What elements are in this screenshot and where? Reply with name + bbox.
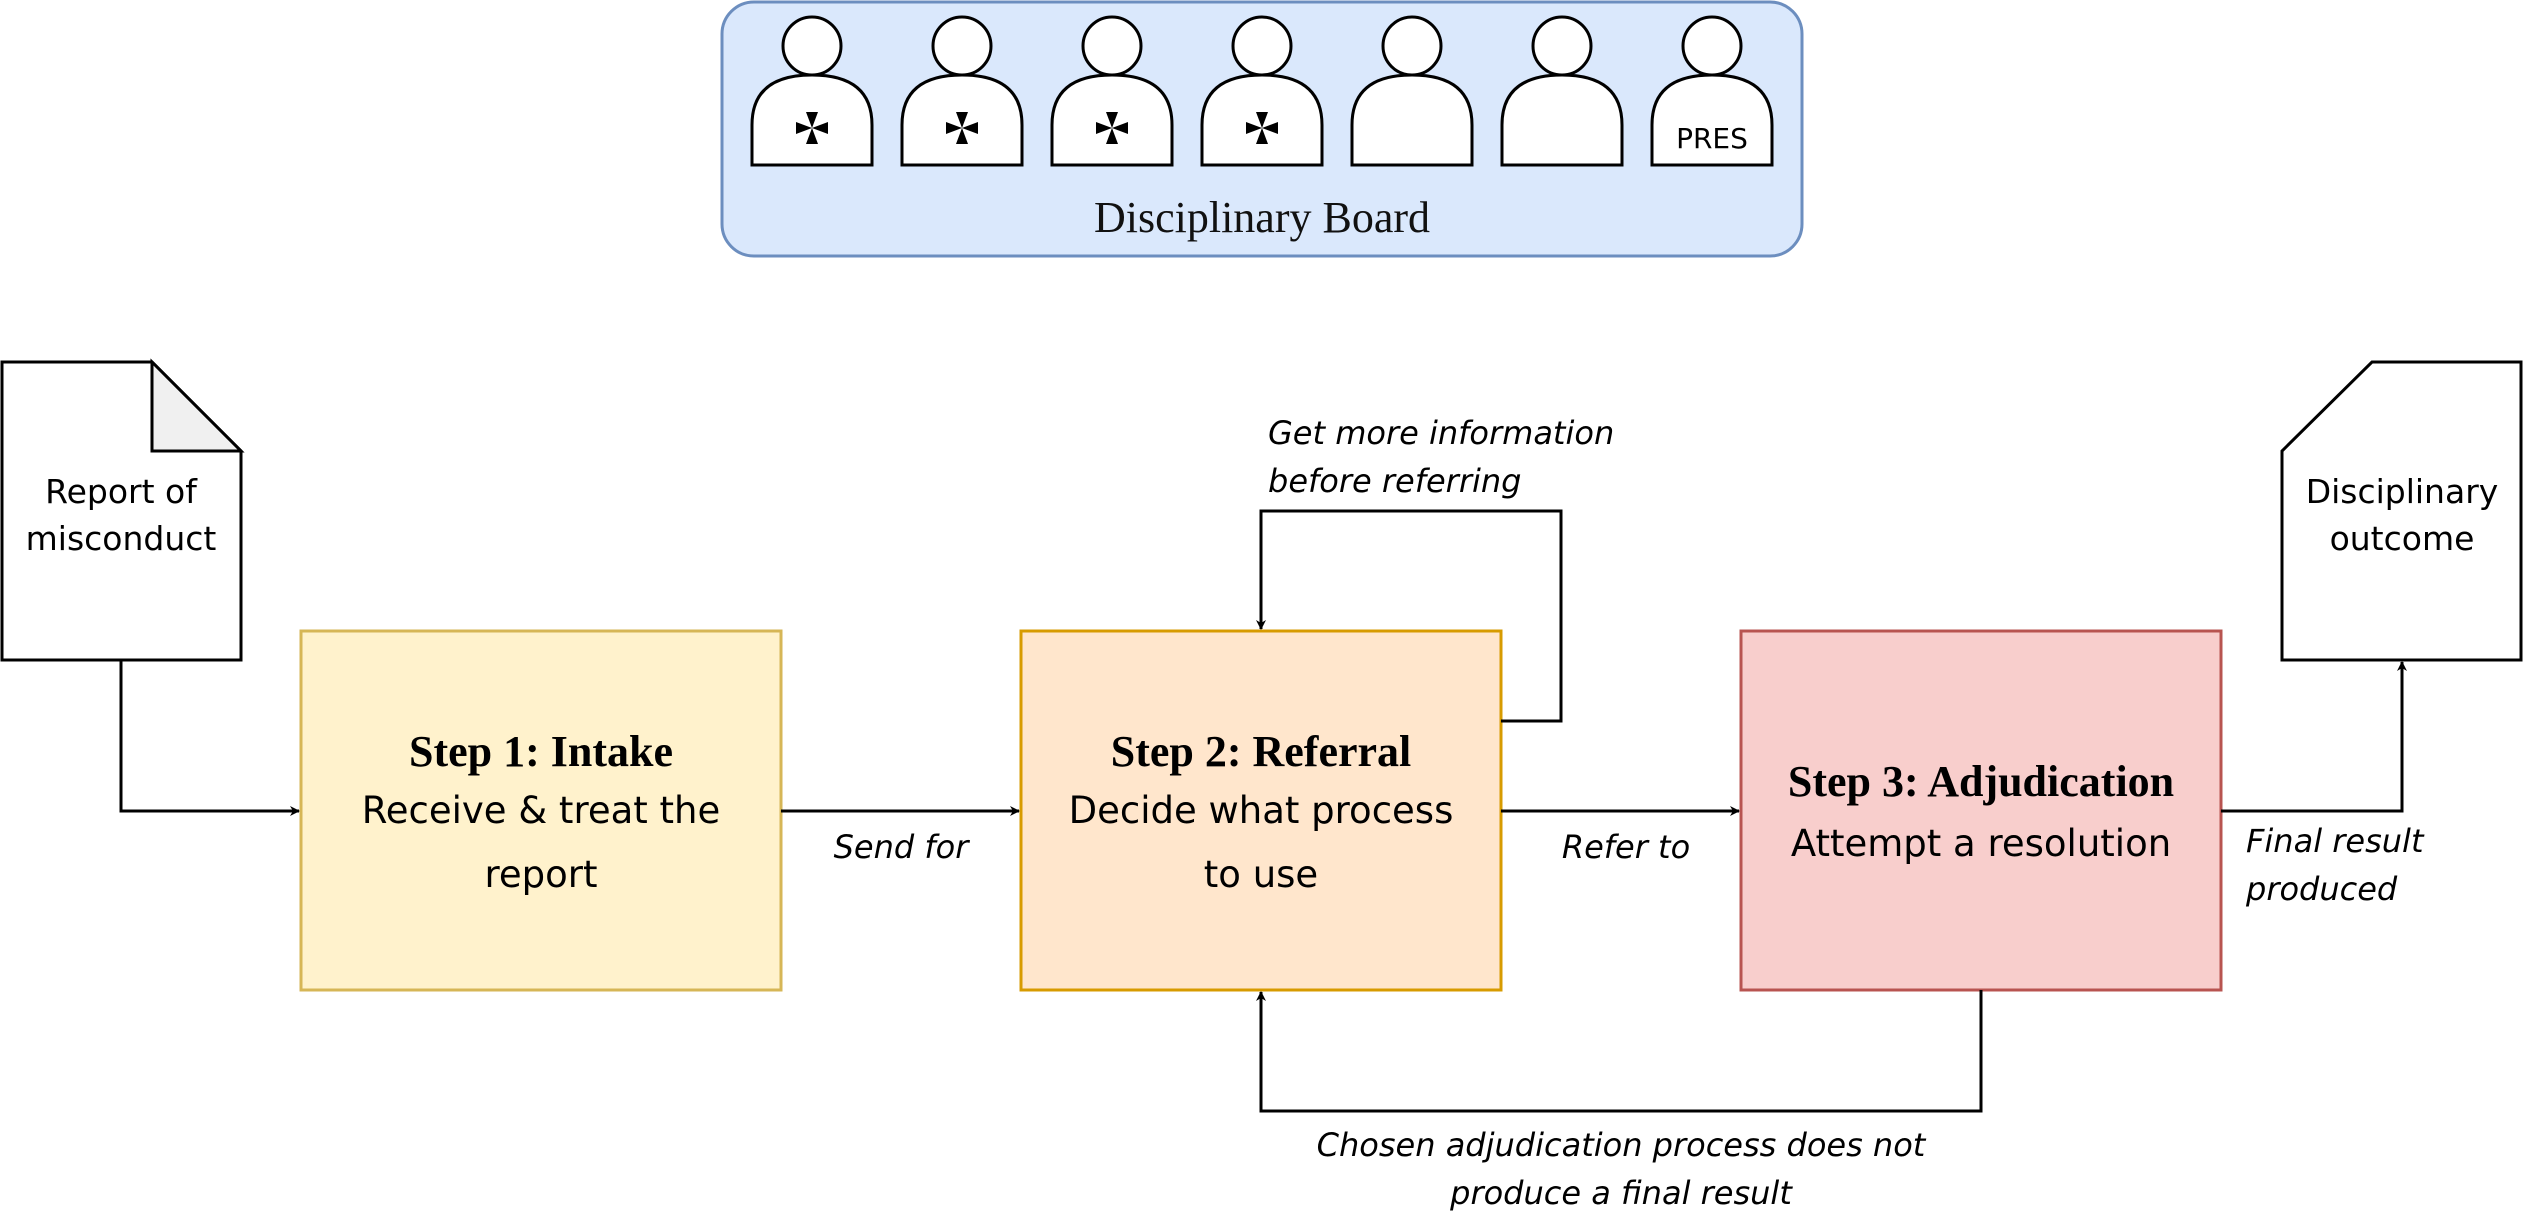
edge-back-to-referral: [1256, 990, 1983, 1113]
board-member-3: [1050, 15, 1174, 167]
outcome-label-line2: outcome: [2330, 519, 2475, 558]
cross-icon: [946, 112, 978, 144]
board-member-5: [1350, 15, 1474, 167]
step-2-title: Step 2: Referral: [1111, 727, 1412, 776]
step-1-desc-line1: Receive & treat the: [362, 789, 721, 832]
board-member-1: [750, 15, 874, 167]
board-member-president: PRES: [1650, 15, 1774, 167]
board-member-4: [1200, 15, 1324, 167]
edge-final-result: [2221, 661, 2407, 813]
report-label-line2: misconduct: [26, 519, 217, 558]
disciplinary-board: PRES Disciplinary Board: [720, 0, 1804, 258]
label-final-line2: produced: [2245, 870, 2398, 908]
page-fold: [150, 358, 245, 453]
label-back-line1: Chosen adjudication process does not: [1317, 1126, 1927, 1164]
cross-icon: [1096, 112, 1128, 144]
label-back-line2: produce a final result: [1449, 1174, 1793, 1212]
step-2-desc-line1: Decide what process: [1069, 789, 1454, 832]
step-3-desc-line1: Attempt a resolution: [1791, 822, 2171, 865]
board-member-2: [900, 15, 1024, 167]
connectors: [119, 509, 2407, 1113]
outcome-label-line1: Disciplinary: [2306, 472, 2499, 511]
step-1-intake: Step 1: Intake Receive & treat the repor…: [299, 629, 783, 992]
step-1-title: Step 1: Intake: [409, 727, 673, 776]
report-document: Report of misconduct: [0, 358, 245, 662]
label-send-for: Send for: [834, 828, 971, 866]
label-loop-line1: Get more information: [1268, 414, 1614, 452]
step-2-desc-line2: to use: [1204, 853, 1318, 896]
step-1-desc-line2: report: [484, 853, 597, 896]
label-final-line1: Final result: [2246, 822, 2425, 860]
edge-get-more-info-loop: [1256, 509, 1563, 723]
board-title: Disciplinary Board: [1094, 193, 1430, 242]
cross-icon: [1246, 112, 1278, 144]
step-3-title: Step 3: Adjudication: [1788, 757, 2174, 806]
label-refer-to: Refer to: [1562, 828, 1690, 866]
edge-report-to-intake: [119, 660, 300, 816]
step-3-adjudication: Step 3: Adjudication Attempt a resolutio…: [1739, 629, 2223, 992]
report-label-line1: Report of: [45, 472, 198, 511]
president-label: PRES: [1676, 122, 1748, 155]
step-2-referral: Step 2: Referral Decide what process to …: [1019, 629, 1503, 992]
label-loop-line2: before referring: [1268, 462, 1521, 500]
outcome-document: Disciplinary outcome: [2280, 360, 2523, 662]
board-member-6: [1500, 15, 1624, 167]
cross-icon: [796, 112, 828, 144]
